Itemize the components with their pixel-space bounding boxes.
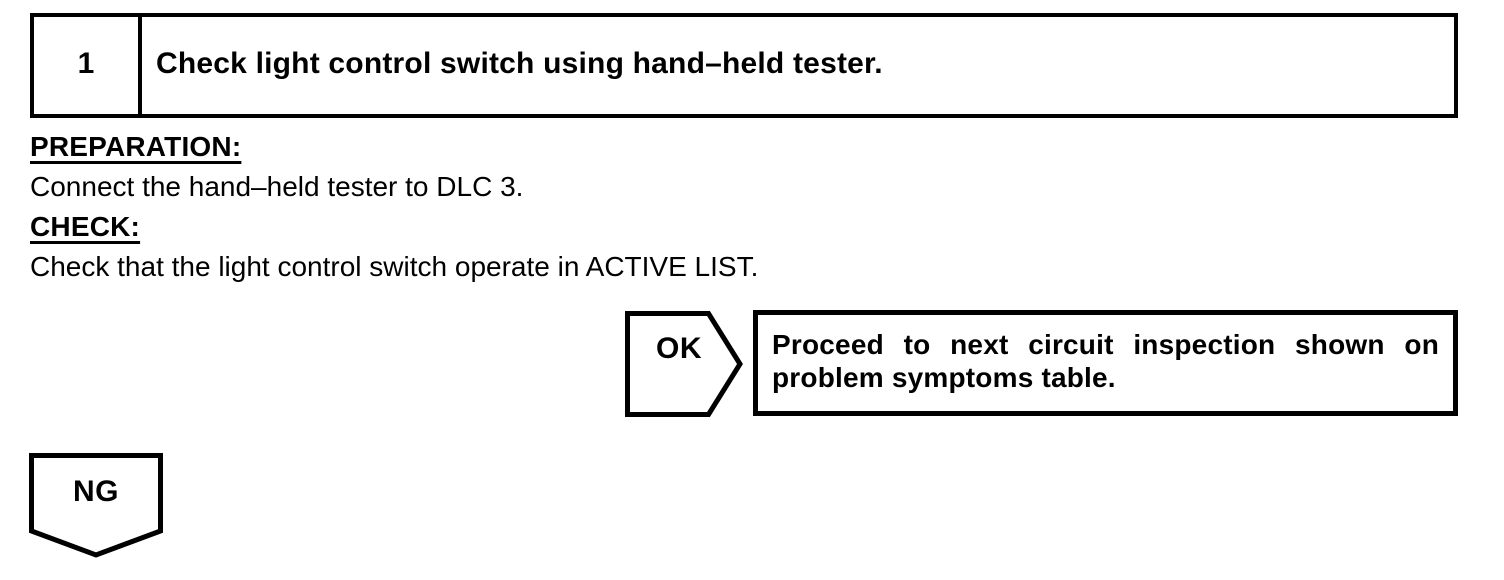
ok-action-text: Proceed to next circuit inspection shown… bbox=[772, 329, 1439, 393]
ng-down-arrow-pentagon-icon bbox=[29, 453, 163, 558]
ok-right-arrow-pentagon-icon bbox=[625, 311, 743, 417]
step-header: 1 Check light control switch using hand–… bbox=[30, 13, 1458, 118]
step-number: 1 bbox=[34, 17, 142, 114]
preparation-heading: PREPARATION: bbox=[30, 131, 242, 162]
ok-action-box: Proceed to next circuit inspection shown… bbox=[753, 310, 1458, 416]
check-heading: CHECK: bbox=[30, 211, 141, 242]
ng-label: NG bbox=[73, 474, 119, 508]
ok-label: OK bbox=[656, 332, 702, 365]
ng-connector: NG bbox=[29, 453, 163, 558]
check-text: Check that the light control switch oper… bbox=[30, 251, 759, 282]
instructions-block: PREPARATION: Connect the hand–held teste… bbox=[30, 127, 1130, 287]
step-title: Check light control switch using hand–he… bbox=[156, 46, 883, 80]
ok-connector: OK bbox=[625, 311, 743, 417]
preparation-text: Connect the hand–held tester to DLC 3. bbox=[30, 171, 524, 202]
